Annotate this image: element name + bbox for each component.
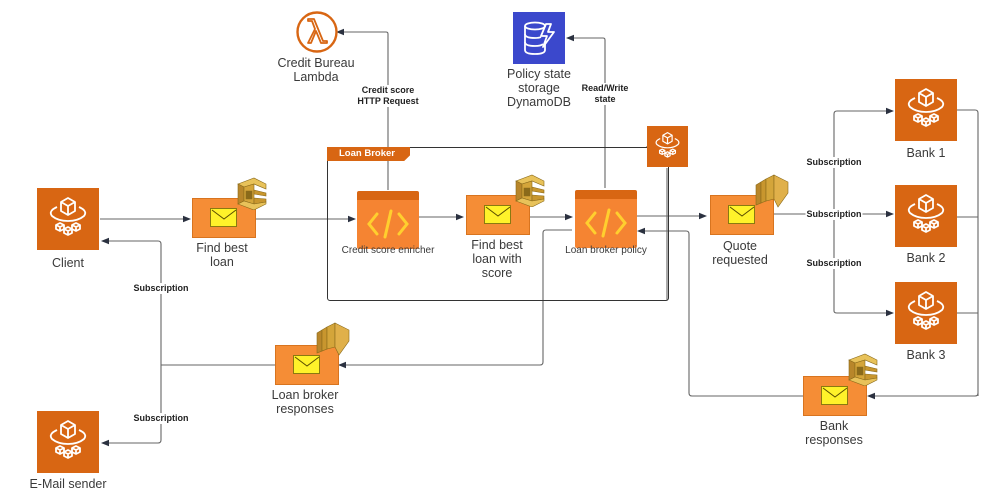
queue-box (192, 198, 256, 238)
event-bus-icon (895, 79, 957, 141)
sns-icon (755, 174, 789, 208)
envelope-icon (293, 355, 320, 374)
edge-label-sub-email: Subscription (132, 413, 190, 424)
event-bus-icon (895, 282, 957, 344)
code-function-icon (575, 190, 637, 248)
edge-enricher-to-lambda (336, 28, 389, 190)
edge-label-sub-bank3: Subscription (805, 258, 863, 269)
credit-bureau-lambda[interactable] (295, 10, 339, 59)
code-function-icon (357, 191, 419, 249)
event-bus-icon (37, 411, 99, 473)
bank-responses-label: Bank responses (805, 419, 863, 447)
credit-bureau-label: Credit Bureau Lambda (277, 56, 355, 84)
event-bus-icon (37, 188, 99, 250)
edge-sub-to-email (101, 365, 162, 447)
edge-policy-to-lb-responses (338, 229, 572, 369)
loan-broker-container (327, 147, 669, 301)
policy-state-storage[interactable] (513, 12, 565, 64)
client-label: Client (52, 256, 84, 270)
loan-broker-container-label: Loan Broker (327, 147, 410, 161)
edge-policy-to-dynamodb (566, 34, 606, 188)
bank3-label: Bank 3 (906, 348, 946, 362)
envelope-icon (821, 386, 848, 405)
bank1-label: Bank 1 (906, 146, 946, 160)
edge-sub-to-client (101, 237, 162, 365)
dynamodb-icon (513, 12, 565, 64)
envelope-icon (728, 205, 755, 224)
edge-banks-to-bank-responses (867, 392, 979, 400)
event-bus-icon (647, 126, 688, 167)
queue-box (275, 345, 339, 385)
email-sender-label: E-Mail sender (29, 477, 107, 491)
loan-broker-responses-label: Loan broker responses (271, 388, 339, 416)
policy-storage-label: Policy state storage DynamoDB (507, 67, 571, 109)
edge-label-sub-bank1: Subscription (805, 157, 863, 168)
event-bus-icon (895, 185, 957, 247)
edge-label-sub-bank2: Subscription (805, 209, 863, 220)
sqs-icon (237, 177, 267, 210)
lambda-icon (296, 11, 338, 53)
edge-quote-to-bank1 (833, 107, 894, 214)
edge-label-sub-client: Subscription (132, 283, 190, 294)
bank2-label: Bank 2 (906, 251, 946, 265)
edge-quote-to-bank3 (833, 214, 894, 317)
credit-score-enricher-label: Credit score enricher (341, 245, 435, 256)
envelope-icon (210, 208, 237, 227)
sqs-icon (848, 353, 878, 386)
find-best-loan-with-score-label: Find best loan with score (471, 238, 523, 280)
loan-broker-policy-label: Loan broker policy (565, 245, 647, 256)
find-best-loan-label: Find best loan (196, 241, 248, 269)
edge-bank-responses-to-policy (637, 227, 803, 397)
edge-label-read-write: Read/Write state (580, 83, 630, 105)
quote-requested-label: Quote requested (712, 239, 768, 267)
sns-icon (316, 322, 350, 356)
edge-bank1-out (957, 109, 979, 396)
envelope-icon (484, 205, 511, 224)
sqs-icon (515, 174, 545, 207)
edge-label-credit-score: Credit score HTTP Request (356, 85, 420, 107)
